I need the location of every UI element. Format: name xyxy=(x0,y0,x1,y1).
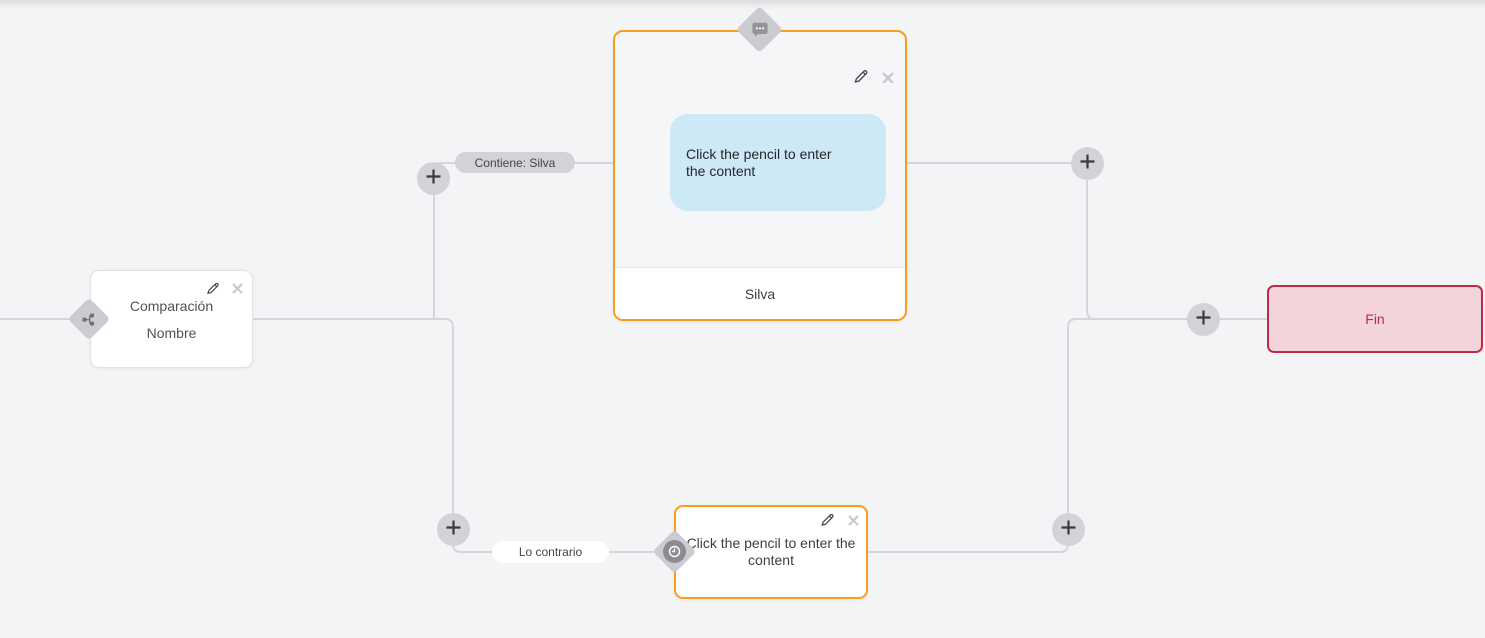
add-node-button-bottom-right[interactable] xyxy=(1052,513,1085,546)
message-node[interactable]: Click the pencil to enter the content Si… xyxy=(613,30,907,321)
edge-label-top[interactable]: Contiene: Silva xyxy=(455,152,575,173)
add-node-button-bottom-left[interactable] xyxy=(437,513,470,546)
pencil-icon xyxy=(205,281,220,301)
clock-icon xyxy=(662,539,687,564)
chat-dots-icon xyxy=(751,21,769,38)
condition-node-port[interactable] xyxy=(67,297,111,341)
pencil-icon xyxy=(819,512,835,533)
edge-delay-to-end xyxy=(867,318,1267,553)
delay-node[interactable]: Click the pencil to enter the content xyxy=(674,505,868,599)
condition-title: Comparación xyxy=(129,298,214,314)
add-node-button-top-left[interactable] xyxy=(417,162,450,195)
close-icon xyxy=(231,282,244,300)
end-node-label: Fin xyxy=(1365,311,1385,327)
plus-icon xyxy=(425,168,442,190)
add-node-button-before-end[interactable] xyxy=(1187,303,1220,336)
delay-placeholder-text: Click the pencil to enter the content xyxy=(686,535,856,568)
message-bubble-text: Click the pencil to enter the content xyxy=(686,146,832,179)
edge-condition-to-top xyxy=(433,162,614,319)
close-icon xyxy=(881,71,895,90)
edge-condition-to-bottom xyxy=(253,318,658,553)
delete-condition-button[interactable] xyxy=(228,282,246,300)
delay-node-port[interactable] xyxy=(652,529,697,574)
plus-icon xyxy=(1195,309,1212,331)
message-node-footer: Silva xyxy=(615,267,905,319)
edit-condition-button[interactable] xyxy=(203,282,221,300)
pencil-icon xyxy=(852,68,869,90)
branch-icon xyxy=(81,312,97,327)
edit-message-button[interactable] xyxy=(851,70,869,88)
delete-message-button[interactable] xyxy=(879,71,897,89)
edit-delay-button[interactable] xyxy=(818,513,836,531)
plus-icon xyxy=(445,519,462,541)
message-bubble: Click the pencil to enter the content xyxy=(670,114,886,211)
message-node-port[interactable] xyxy=(736,6,783,53)
condition-subtitle: Nombre xyxy=(146,325,197,341)
close-icon xyxy=(847,514,860,532)
end-node[interactable]: Fin xyxy=(1267,285,1483,353)
edge-message-to-end xyxy=(906,162,1267,320)
edge-label-bottom[interactable]: Lo contrario xyxy=(492,541,609,563)
plus-icon xyxy=(1060,519,1077,541)
add-node-button-top-right[interactable] xyxy=(1071,147,1104,180)
delete-delay-button[interactable] xyxy=(844,514,862,532)
message-node-name: Silva xyxy=(744,285,776,302)
condition-node[interactable]: Comparación Nombre xyxy=(90,270,253,368)
plus-icon xyxy=(1079,153,1096,175)
